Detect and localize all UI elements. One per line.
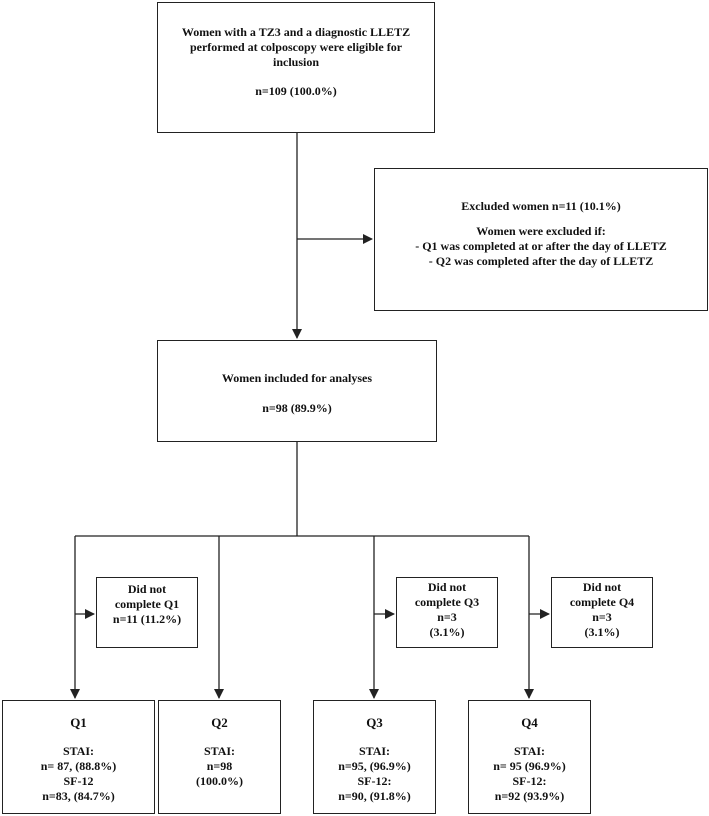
q4-box: Q4 STAI: n= 95 (96.9%) SF-12: n=92 (93.9… — [468, 700, 591, 814]
q3-line: n=95, (96.9%) — [338, 759, 411, 773]
q2-line: STAI: — [203, 744, 236, 758]
eligible-text-line: performed at colposcopy were eligible fo… — [189, 40, 403, 54]
q3-line: SF-12: — [357, 774, 392, 788]
q3-line: n=90, (91.8%) — [338, 789, 411, 803]
q1-line: n= 87, (88.8%) — [40, 759, 117, 773]
dropout-line: Did not — [427, 580, 467, 594]
included-box: Women included for analyses n=98 (89.9%) — [157, 340, 437, 442]
q2-line: n=98 — [206, 759, 233, 773]
q2-title: Q2 — [211, 715, 228, 730]
q1-title: Q1 — [70, 715, 87, 730]
excluded-box: Excluded women n=11 (10.1%) Women were e… — [374, 168, 708, 311]
excluded-criteria-title: Women were excluded if: — [476, 224, 606, 238]
eligible-text-line: Women with a TZ3 and a diagnostic LLETZ — [181, 25, 411, 39]
q3-box: Q3 STAI: n=95, (96.9%) SF-12: n=90, (91.… — [313, 700, 436, 814]
dropout-line: Did not — [582, 580, 622, 594]
dropout-line: complete Q1 — [114, 597, 180, 611]
excluded-criterion: - Q1 was completed at or after the day o… — [415, 239, 667, 253]
eligible-box: Women with a TZ3 and a diagnostic LLETZ … — [157, 2, 435, 133]
q4-title: Q4 — [521, 715, 538, 730]
q4-line: n=92 (93.9%) — [494, 789, 565, 803]
q3-line: STAI: — [358, 744, 391, 758]
dropout-line: n=11 (11.2%) — [112, 612, 182, 626]
dropout-line: n=3 — [592, 610, 612, 624]
dropout-line: complete Q4 — [569, 595, 635, 609]
dropout-q1-box: Did not complete Q1 n=11 (11.2%) — [96, 577, 198, 648]
excluded-criterion: - Q2 was completed after the day of LLET… — [428, 254, 654, 268]
q1-line: SF-12 — [63, 774, 94, 788]
eligible-count: n=109 (100.0%) — [255, 84, 337, 98]
dropout-line: Did not — [127, 582, 167, 596]
dropout-line: (3.1%) — [584, 625, 620, 639]
q2-line: (100.0%) — [196, 774, 243, 788]
q3-title: Q3 — [366, 715, 383, 730]
q1-line: STAI: — [62, 744, 95, 758]
dropout-line: (3.1%) — [429, 625, 465, 639]
included-count: n=98 (89.9%) — [262, 401, 332, 415]
excluded-title: Excluded women n=11 (10.1%) — [461, 199, 621, 213]
q2-box: Q2 STAI: n=98 (100.0%) — [158, 700, 281, 814]
q1-line: n=83, (84.7%) — [42, 789, 115, 803]
q4-line: SF-12: — [512, 774, 547, 788]
dropout-line: n=3 — [437, 610, 457, 624]
dropout-q3-box: Did not complete Q3 n=3 (3.1%) — [396, 577, 498, 648]
q4-line: STAI: — [513, 744, 546, 758]
included-title: Women included for analyses — [221, 371, 373, 385]
q1-box: Q1 STAI: n= 87, (88.8%) SF-12 n=83, (84.… — [2, 700, 155, 814]
dropout-q4-box: Did not complete Q4 n=3 (3.1%) — [551, 577, 653, 648]
dropout-line: complete Q3 — [414, 595, 480, 609]
q4-line: n= 95 (96.9%) — [493, 759, 566, 773]
eligible-text-line: inclusion — [272, 55, 320, 69]
